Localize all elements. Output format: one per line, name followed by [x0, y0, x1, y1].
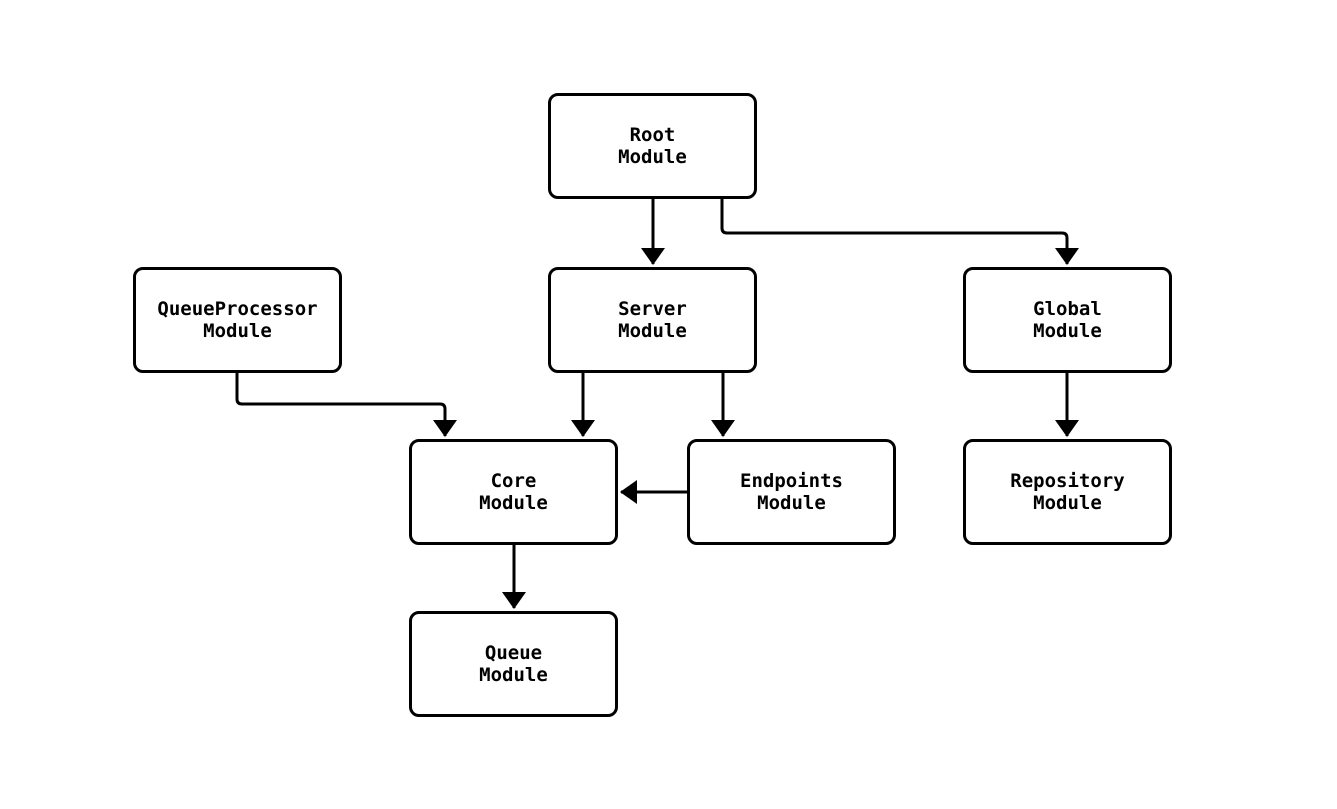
node-root-module-label-line2: Module — [618, 146, 687, 168]
node-repository-module-label-line1: Repository — [1010, 470, 1125, 492]
node-queue-module: Queue Module — [409, 611, 618, 717]
node-root-module-label-line1: Root — [629, 124, 676, 146]
node-global-module-label-line2: Module — [1033, 320, 1102, 342]
node-queueprocessor-module-label-line2: Module — [203, 320, 272, 342]
node-core-module-label-line1: Core — [490, 470, 537, 492]
node-queueprocessor-module-label-line1: QueueProcessor — [157, 298, 318, 320]
node-endpoints-module-label-line1: Endpoints — [740, 470, 843, 492]
node-endpoints-module-label-line2: Module — [757, 492, 826, 514]
node-global-module-label-line1: Global — [1033, 298, 1102, 320]
edge-root-to-global-arrow — [720, 199, 1079, 265]
node-server-module-label-line1: Server — [618, 298, 687, 320]
node-global-module: Global Module — [963, 267, 1172, 373]
node-queueprocessor-module: QueueProcessor Module — [133, 267, 342, 373]
node-server-module: Server Module — [548, 267, 757, 373]
node-repository-module: Repository Module — [963, 439, 1172, 545]
node-repository-module-label-line2: Module — [1033, 492, 1102, 514]
node-server-module-label-line2: Module — [618, 320, 687, 342]
node-core-module: Core Module — [409, 439, 618, 545]
node-queue-module-label-line1: Queue — [484, 642, 543, 664]
edge-queueprocessor-to-core-arrow — [235, 373, 457, 437]
node-endpoints-module: Endpoints Module — [687, 439, 896, 545]
node-root-module: Root Module — [548, 93, 757, 199]
node-core-module-label-line2: Module — [479, 492, 548, 514]
node-queue-module-label-line2: Module — [479, 664, 548, 686]
